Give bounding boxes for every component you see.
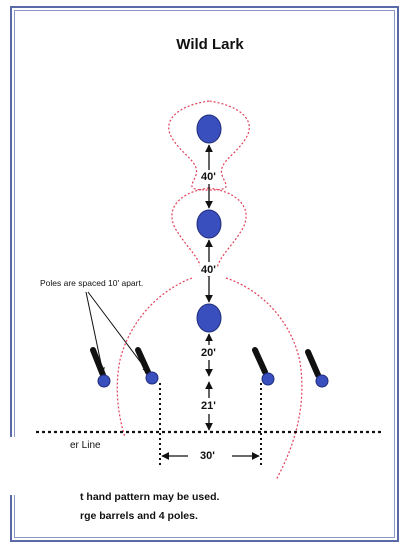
footer-line-2: rge barrels and 4 poles. [80,510,198,522]
distance-label-middle: 40' [200,264,217,276]
inner-border [14,10,395,538]
footer-line-1: t hand pattern may be used. [80,491,220,503]
distance-label-span: 30' [199,450,216,462]
distance-label-line-start: 21' [200,400,217,412]
diagram-title: Wild Lark [176,36,244,53]
pattern-outer-left [116,277,193,479]
barrel-top [196,114,222,144]
note-arrow-left [85,291,105,374]
pole-3 [252,347,275,386]
distance-label-barrel-line: 20' [200,347,217,359]
barrel-bottom [196,303,222,333]
pole-spacing-note: Poles are spaced 10' apart. [40,278,144,288]
pole-4 [305,349,329,388]
pole-1 [90,347,111,388]
outer-border [10,6,399,542]
note-arrow-right [87,291,149,373]
pole-2 [135,347,159,385]
pattern-outer-right [225,277,303,481]
distance-label-top: 40' [200,171,217,183]
cropped-overlay [0,437,148,495]
barrel-middle [196,209,222,239]
start-line-label: er Line [70,440,101,451]
